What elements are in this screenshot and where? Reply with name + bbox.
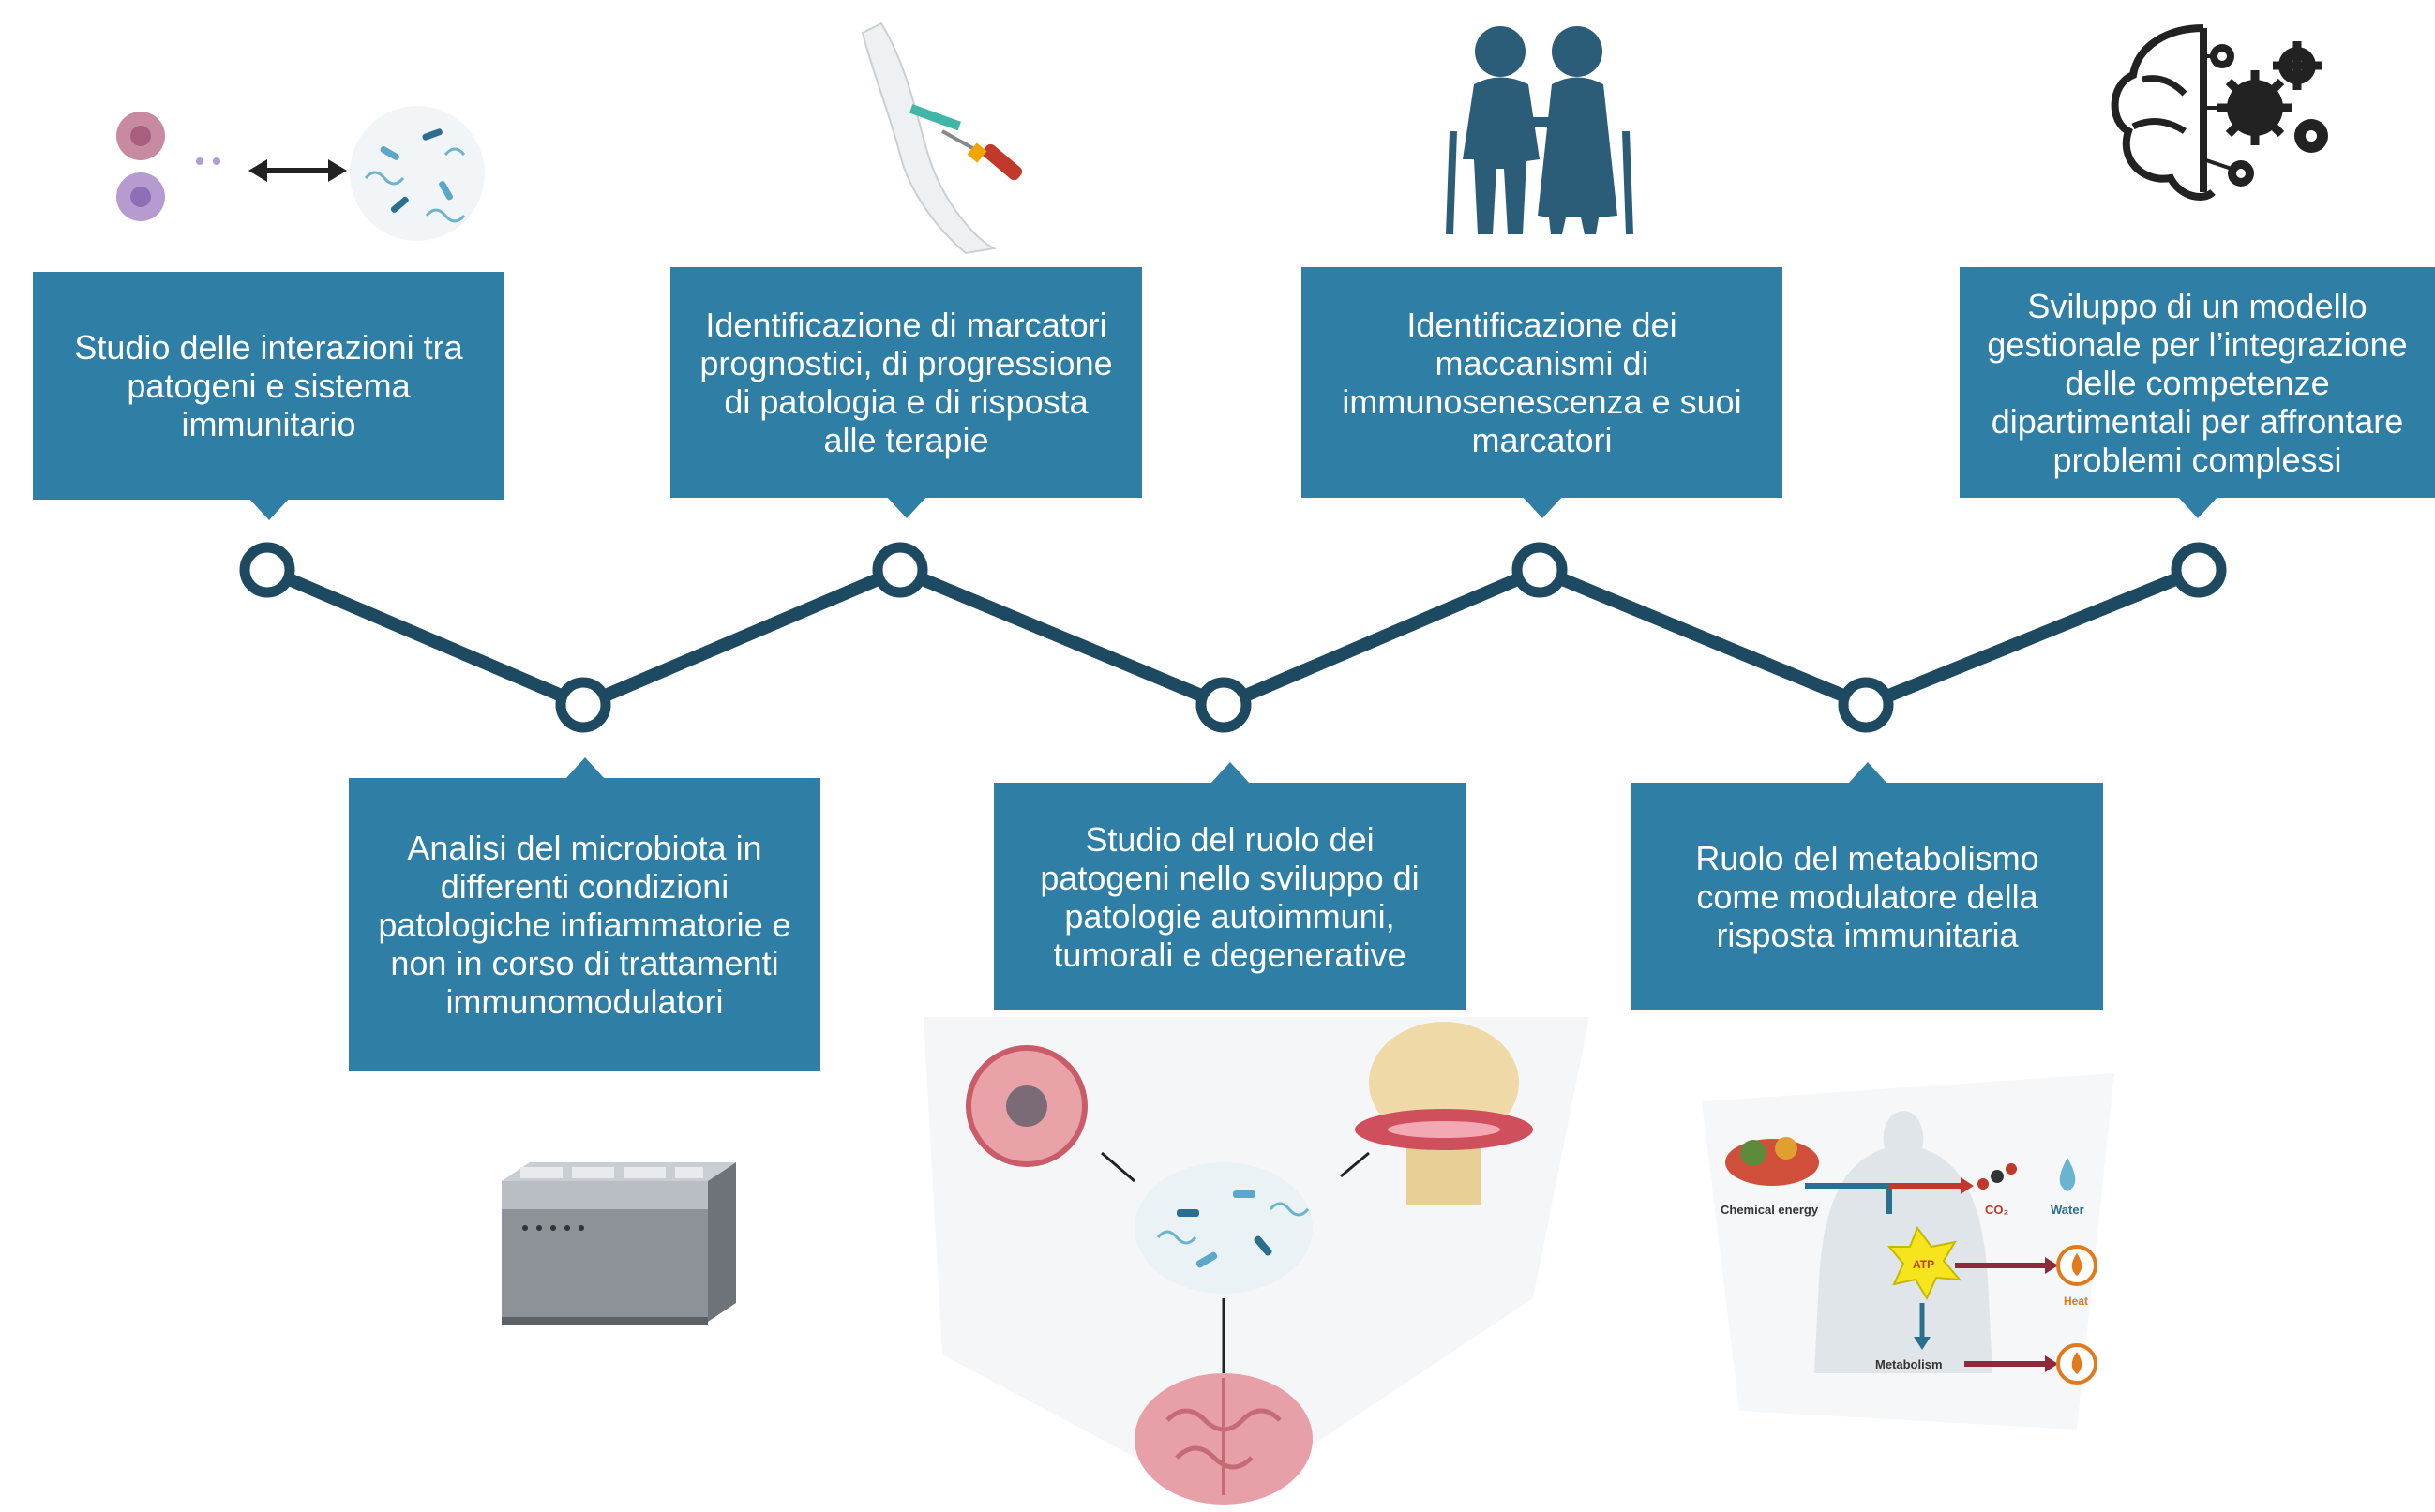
- timeline-node: [872, 542, 928, 598]
- metabolism-label: Metabolism: [1875, 1357, 1943, 1371]
- timeline-node: [1511, 542, 1568, 598]
- atp-label: ATP: [1913, 1258, 1934, 1271]
- co2-label: CO₂: [1985, 1203, 2009, 1217]
- pathogens-disease-diagram-icon: [924, 1017, 1589, 1505]
- step-5-text: Identificazione dei maccanismi di immuno…: [1342, 306, 1742, 459]
- step-2-text: Analisi del microbiota in differenti con…: [378, 829, 791, 1021]
- blood-draw-arm-icon: [861, 22, 1023, 255]
- timeline-node: [555, 677, 611, 733]
- metabolism-diagram-icon: Chemical energy CO₂ Water ATP Heat Metab…: [1702, 1073, 2114, 1430]
- timeline-node: [239, 542, 295, 598]
- timeline-node: [1838, 677, 1894, 733]
- step-4-box: Studio del ruolo dei patogeni nello svil…: [994, 762, 1466, 1010]
- timeline-node: [2171, 542, 2227, 598]
- heat-label: Heat: [2064, 1295, 2088, 1308]
- step-5-box: Identificazione dei maccanismi di immuno…: [1301, 267, 1782, 518]
- step-7-text: Sviluppo di un modello gestionale per l’…: [1987, 286, 2408, 479]
- water-label: Water: [2051, 1203, 2084, 1217]
- step-2-box: Analisi del microbiota in differenti con…: [349, 757, 820, 1071]
- step-3-box: Identificazione di marcatori prognostici…: [670, 267, 1142, 518]
- immune-cells-bacteria-icon: [116, 106, 485, 241]
- step-7-box: Sviluppo di un modello gestionale per l’…: [1960, 267, 2435, 518]
- step-4-text: Studio del ruolo dei patogeni nello svil…: [1040, 819, 1420, 974]
- chemical-energy-label: Chemical energy: [1721, 1203, 1819, 1217]
- elderly-couple-icon: [1446, 26, 1633, 235]
- step-6-text: Ruolo del metabolismo come modulatore de…: [1695, 839, 2039, 954]
- sequencer-machine-icon: [502, 1162, 736, 1325]
- step-1-box: Studio delle interazioni tra patogeni e …: [33, 272, 504, 520]
- timeline-node: [1195, 677, 1252, 733]
- step-3-text: Identificazione di marcatori prognostici…: [699, 306, 1113, 459]
- brain-gears-icon: [2111, 24, 2328, 201]
- step-1-text: Studio delle interazioni tra patogeni e …: [74, 328, 463, 443]
- step-6-box: Ruolo del metabolismo come modulatore de…: [1631, 762, 2103, 1010]
